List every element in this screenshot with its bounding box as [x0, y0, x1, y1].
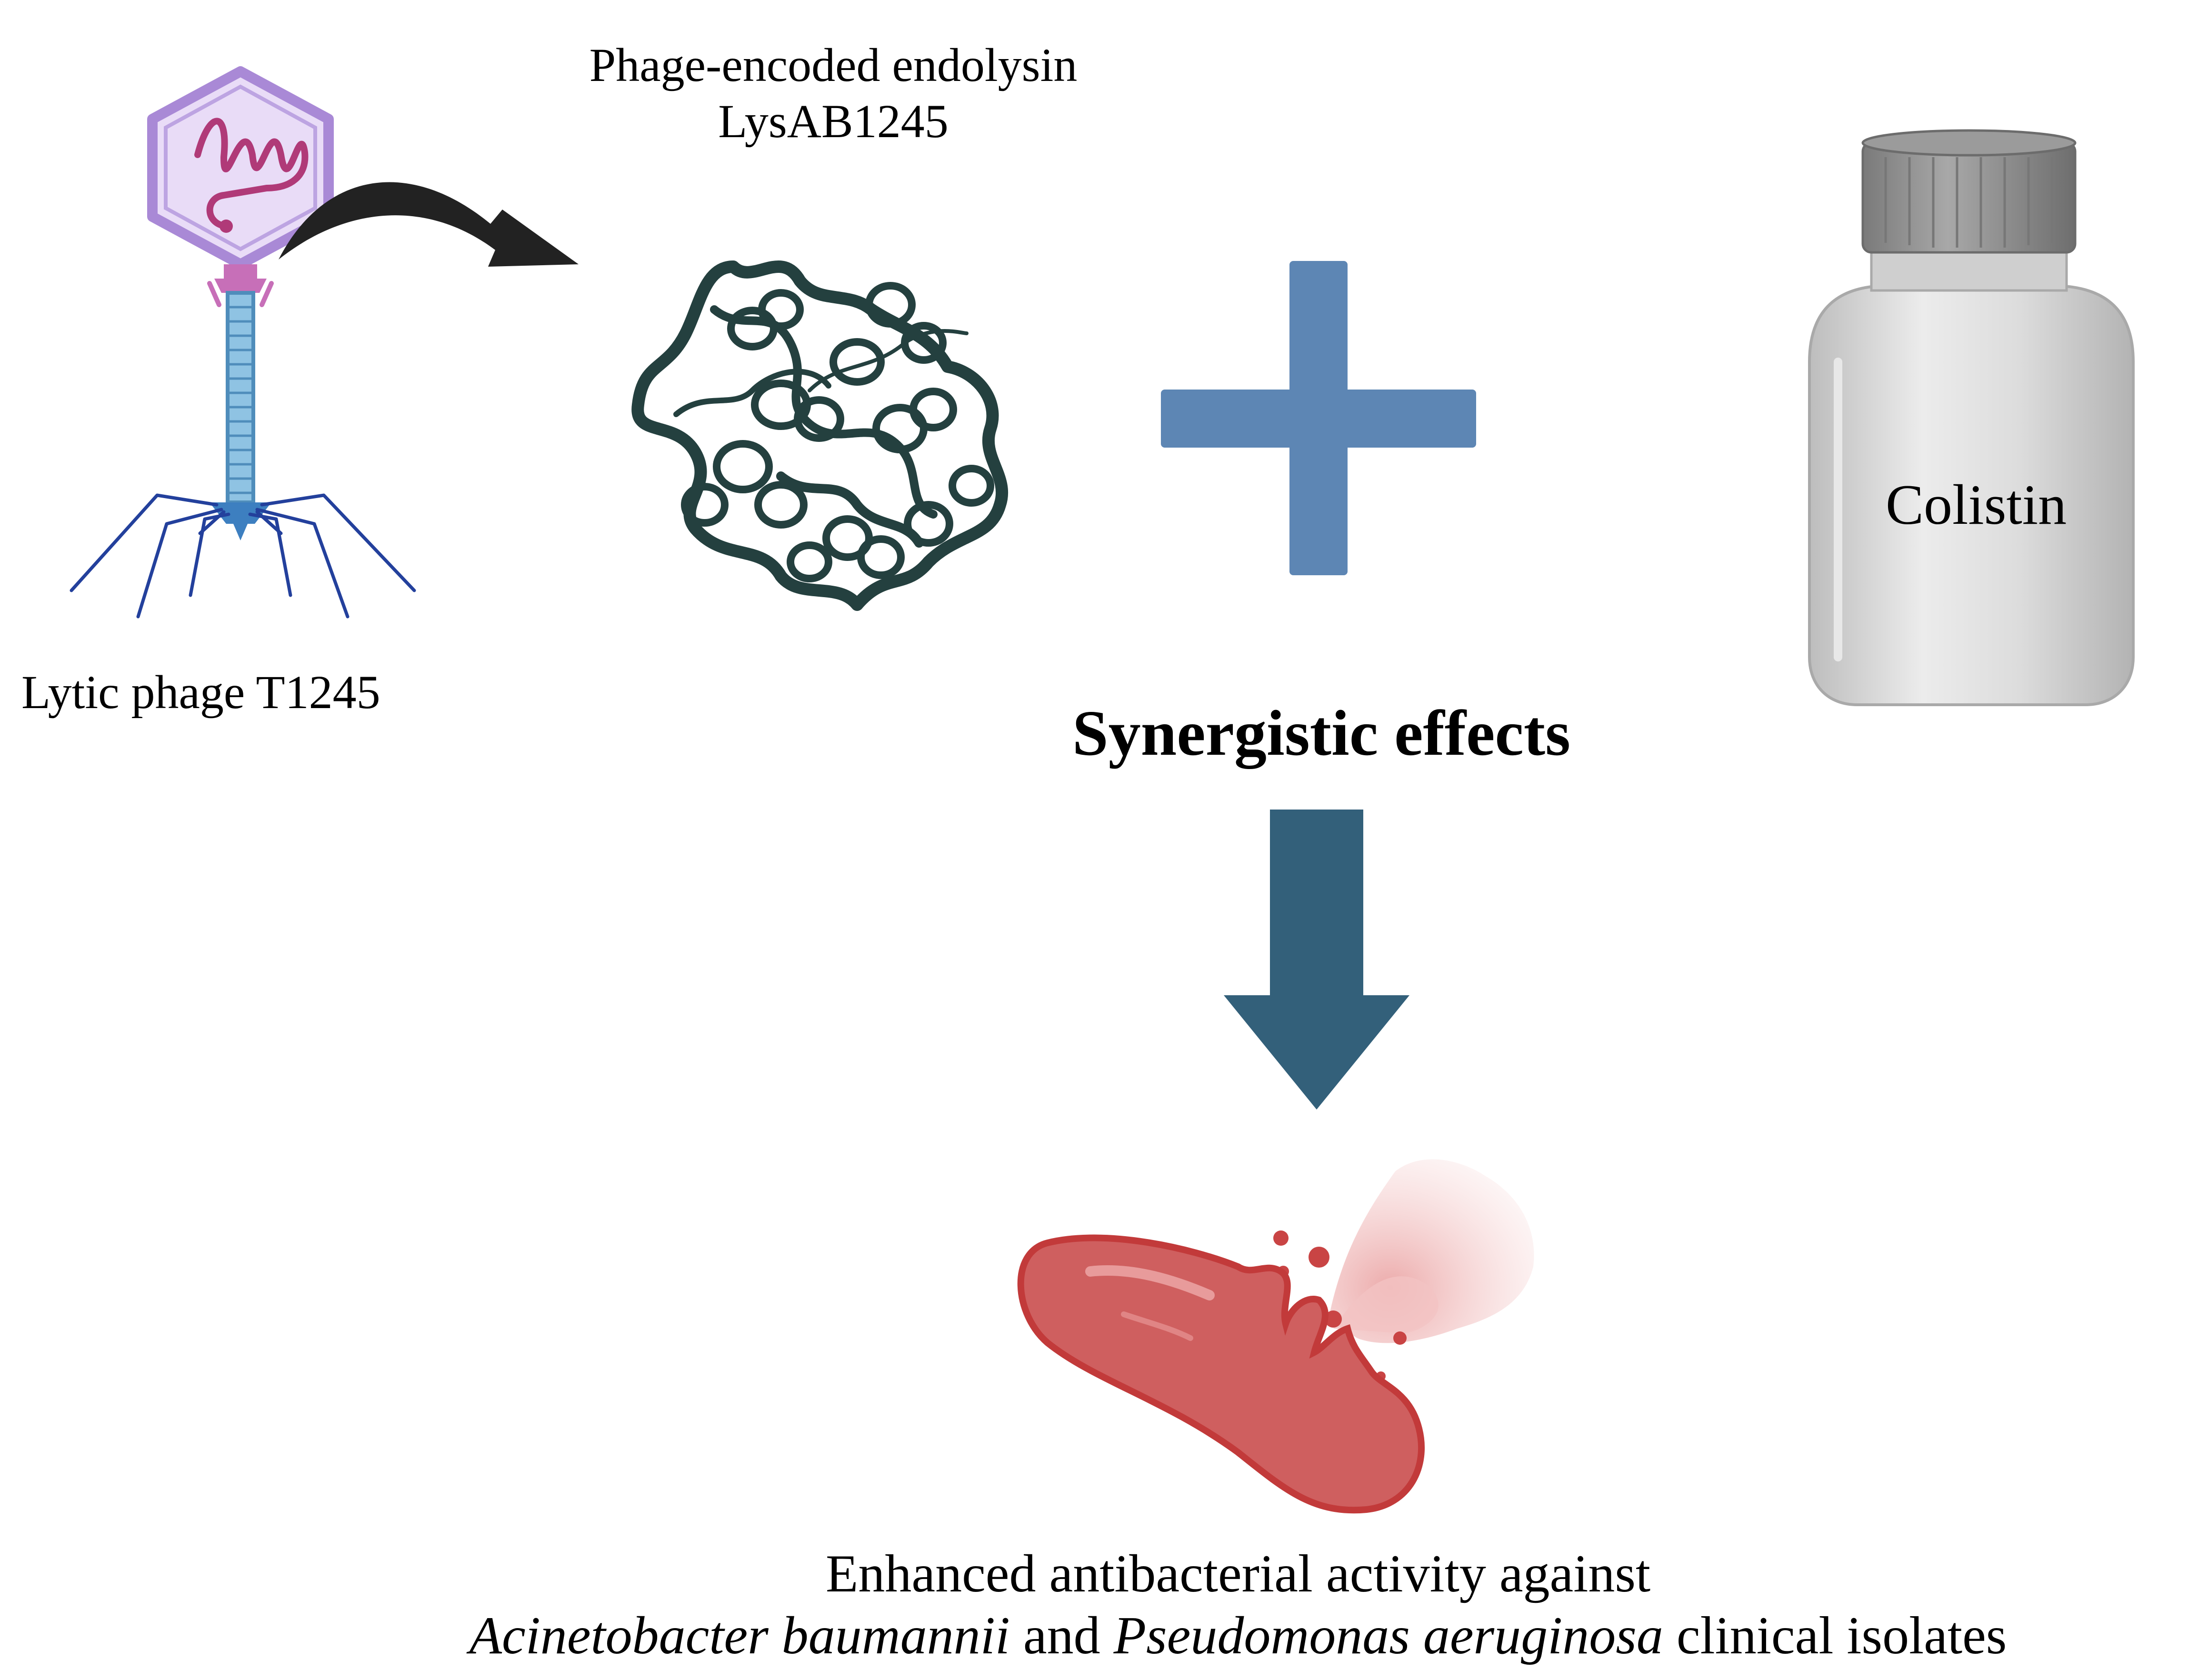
medicine-bottle-icon [1808, 129, 2135, 706]
outcome-label-line1: Enhanced antibacterial activity against [825, 1544, 1651, 1603]
protein-ribbon-icon [631, 260, 1009, 611]
endolysin-label-line1: Phage-encoded endolysin [589, 39, 1078, 91]
down-arrow-icon [1224, 810, 1409, 1110]
bacteriophage-icon [70, 66, 416, 619]
plus-icon [1161, 261, 1476, 575]
colistin-label: Colistin [1886, 473, 2067, 536]
outcome-label: Enhanced antibacterial activity against … [286, 1543, 2190, 1667]
endolysin-label: Phage-encoded endolysin LysAB1245 [495, 37, 1171, 150]
outcome-label-line2: Acinetobacter baumannii and Pseudomonas … [286, 1605, 2190, 1667]
outcome-suffix: clinical isolates [1663, 1606, 2007, 1665]
synergy-label: Synergistic effects [1072, 698, 1571, 769]
outcome-and: and [1009, 1606, 1114, 1665]
lysing-bacterium-icon [1017, 1159, 1534, 1514]
curved-arrow-icon [279, 182, 579, 267]
species-acinetobacter: Acinetobacter baumannii [469, 1606, 1010, 1665]
phage-label: Lytic phage T1245 [21, 666, 380, 719]
endolysin-label-line2: LysAB1245 [718, 95, 949, 148]
species-pseudomonas: Pseudomonas aeruginosa [1113, 1606, 1663, 1665]
